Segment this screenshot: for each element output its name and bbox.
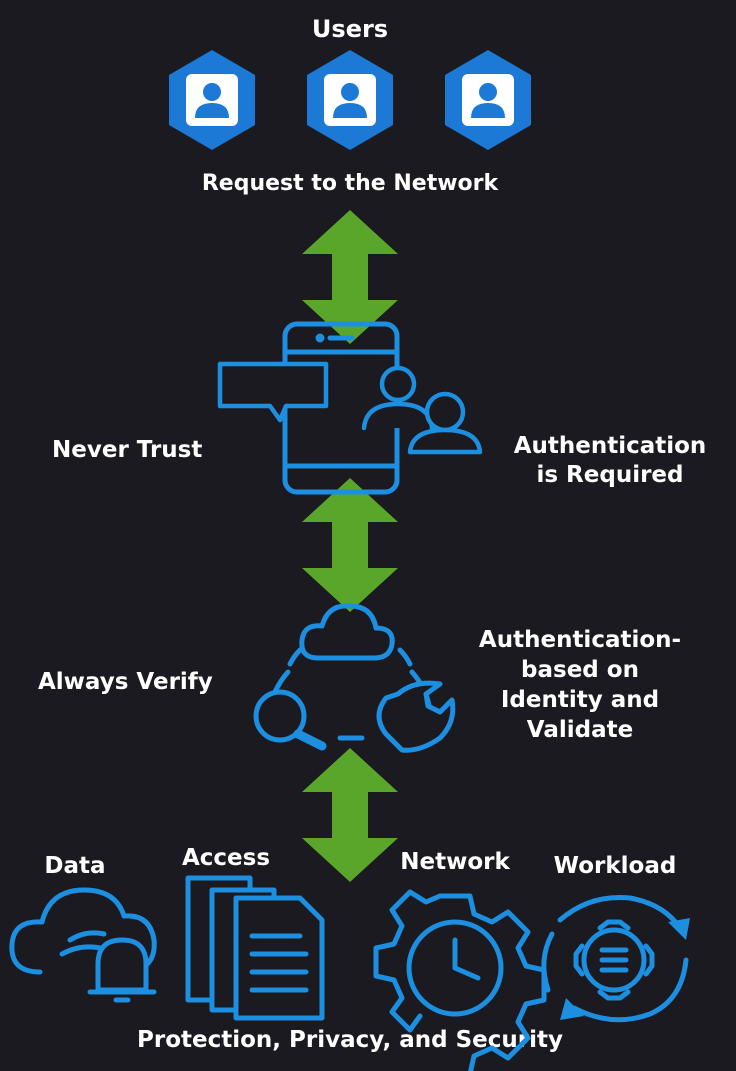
gear-cycle-icon (541, 894, 690, 1023)
always-verify-label: Always Verify (38, 669, 213, 695)
request-label: Request to the Network (201, 171, 499, 196)
data-label: Data (44, 853, 106, 879)
users-label: Users (311, 15, 389, 43)
never-trust-label: Never Trust (52, 437, 203, 463)
access-label: Access (181, 845, 271, 871)
chat-bubble-icon (217, 361, 329, 423)
wrench-icon (376, 680, 456, 753)
identity-line4: Validate (526, 716, 634, 743)
user-icon (307, 50, 393, 150)
identity-line2: based on (521, 656, 639, 683)
identity-line1: Authentication- (478, 627, 682, 653)
double-arrow-icon (302, 478, 398, 612)
documents-icon (185, 875, 325, 1021)
user-icon (169, 50, 255, 150)
network-label: Network (400, 849, 510, 875)
gear-clock-icon (373, 889, 547, 1071)
cloud-bell-icon (9, 887, 157, 1003)
double-arrow-icon (302, 748, 398, 882)
people-icon (361, 365, 483, 455)
identity-validate-label: Authentication- based on Identity and Va… (479, 626, 681, 746)
workload-label: Workload (553, 853, 677, 879)
magnifier-icon (253, 689, 327, 751)
identity-line3: Identity and (500, 686, 660, 713)
auth-required-line2: is Required (536, 461, 684, 488)
auth-required-label: Authentication is Required (514, 432, 707, 490)
user-icon (445, 50, 531, 150)
auth-required-line1: Authentication (513, 433, 707, 459)
cloud-icon (299, 603, 395, 661)
